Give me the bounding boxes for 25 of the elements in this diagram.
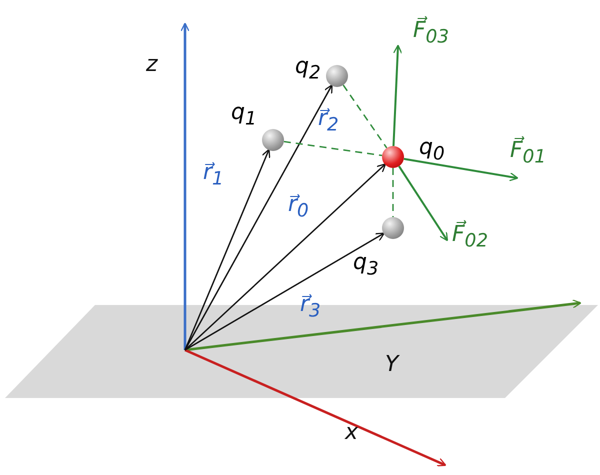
dashed-line [392,168,394,217]
force-label: F⃗$_{03}$ [413,18,449,50]
charge-sphere [382,146,404,168]
charge-label: q$_{2}$ [295,54,321,86]
vector-arrow [184,232,385,351]
axis-label: Y [385,352,398,378]
vector-arrow [184,163,386,351]
vector-arrow [184,148,270,350]
charge-label: q$_{0}$ [419,135,445,166]
charge-label: q$_{3}$ [353,250,379,282]
charge-label: q$_{1}$ [231,100,257,132]
dashed-line [342,84,388,148]
vector-arrow [184,84,333,350]
edge-label: r⃗$_{0}$ [288,192,309,224]
force-label: F⃗$_{02}$ [452,222,488,254]
force-label: F⃗$_{01}$ [510,138,546,170]
charge-sphere [262,129,284,151]
charge-sphere [382,217,404,239]
edge-label: r⃗$_{1}$ [203,160,224,192]
charge-sphere [326,65,348,87]
edge-label: r⃗$_{2}$ [318,106,339,138]
dashed-line [284,140,382,156]
axis-label: x [345,420,358,446]
axis-label: z [146,52,158,78]
edge-label: r⃗$_{3}$ [300,292,321,324]
